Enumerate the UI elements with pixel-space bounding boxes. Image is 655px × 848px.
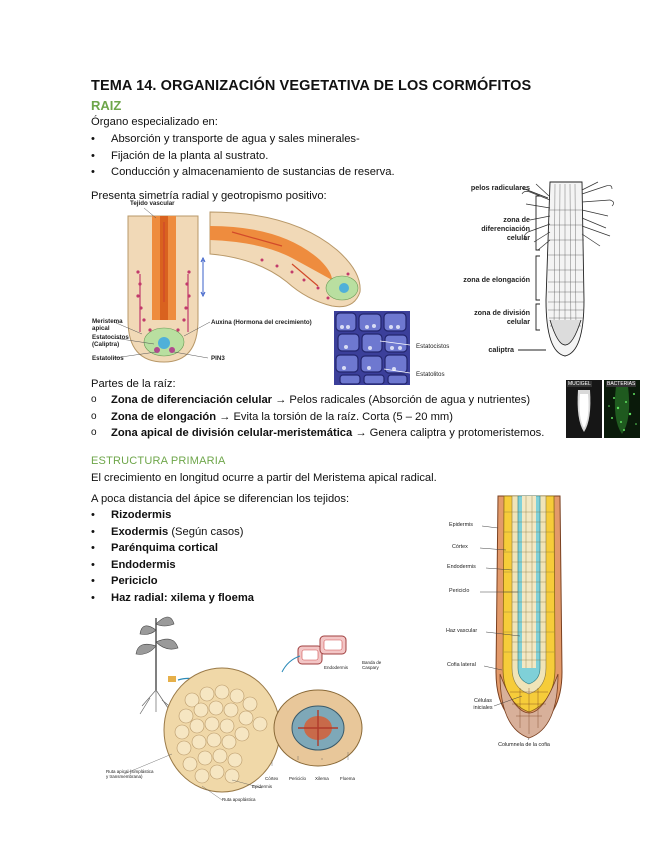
- label-celulas-iniciales: Células iniciales: [473, 698, 493, 711]
- tissue-name: Periciclo: [111, 575, 158, 588]
- label-mucigel: MUCIGEL: [567, 381, 592, 387]
- label-xilema: Xilema: [315, 776, 329, 781]
- list-item: Exodermis (Según casos): [91, 524, 254, 541]
- label-cortex-5: Córtex: [265, 776, 279, 781]
- section-heading-raiz: RAIZ: [91, 98, 122, 113]
- list-item: Fijación de la planta al sustrato.: [91, 148, 395, 165]
- raiz-function-list: Absorción y transporte de agua y sales m…: [91, 131, 395, 181]
- partes-item-bold: Zona de diferenciación celular: [111, 394, 273, 406]
- label-periciclo-5: Periciclo: [289, 776, 307, 781]
- label-tejido-vascular: Tejido vascular: [130, 200, 175, 207]
- raiz-intro: Órgano especializado en:: [91, 116, 218, 128]
- gravitropism-illustration: [113, 207, 361, 363]
- partes-item-rest: → Evita la torsión de la raíz. Corta (5 …: [216, 410, 453, 423]
- section-heading-estructura: ESTRUCTURA PRIMARIA: [91, 455, 226, 467]
- partes-item-rest: → Genera caliptra y protomeristemos.: [352, 427, 545, 440]
- label-estatolitos-2: Estatolitos: [416, 371, 445, 378]
- partes-item-bold: Zona de elongación: [111, 410, 217, 423]
- label-periciclo-6: Periciclo: [449, 588, 470, 594]
- label-zona-division: zona de división celular: [474, 308, 530, 326]
- tissue-name: Endodermis: [111, 558, 176, 571]
- label-cofia-lateral: Cofia lateral: [447, 662, 476, 668]
- tissue-name: Haz radial: xilema y floema: [111, 591, 255, 604]
- statocyst-micrograph: Estatocistos Estatolitos: [334, 311, 454, 385]
- label-estatolitos: Estatolitos: [92, 355, 124, 362]
- mucigel-bacterias-image: [566, 380, 640, 438]
- label-caliptra: caliptra: [488, 345, 514, 354]
- list-item: Conducción y almacenamiento de sustancia…: [91, 164, 395, 181]
- tissue-name: Exodermis: [111, 525, 169, 538]
- label-zona-diferenciacion: zona de diferenciación celular: [481, 215, 530, 242]
- tissue-name: Rizodermis: [111, 509, 172, 521]
- label-floema: Floema: [340, 776, 356, 781]
- list-item: Periciclo: [91, 573, 254, 590]
- estructura-line2: A poca distancia del ápice se diferencia…: [91, 493, 350, 505]
- statocyst-image: [334, 311, 411, 385]
- raiz-symmetry: Presenta simetría radial y geotropismo p…: [91, 190, 327, 202]
- label-estatocistos-2: Estatocistos: [416, 343, 450, 350]
- label-endodermis-5: Endodermis: [324, 665, 349, 670]
- label-estatocistos: Estatocistos (Caliptra): [92, 334, 129, 348]
- root-cross-section-figure: Endodermis Banda de Caspary Ruta apical …: [106, 610, 382, 810]
- label-columnela: Columnela de la cofia: [498, 742, 550, 748]
- label-haz-vascular: Haz vascular: [446, 628, 478, 634]
- tissue-note: (Según casos): [168, 525, 244, 538]
- list-item: Endodermis: [91, 557, 254, 574]
- label-ruta-apoplastica: Ruta apoplástica: [222, 797, 256, 802]
- list-item: Rizodermis: [91, 507, 254, 524]
- list-item: Zona de elongación → Evita la torsión de…: [91, 409, 544, 426]
- label-cortex-6: Córtex: [452, 544, 468, 550]
- tissue-name: Parénquima cortical: [111, 542, 218, 555]
- root-zones-illustration: [518, 181, 614, 357]
- list-item: Absorción y transporte de agua y sales m…: [91, 131, 395, 148]
- partes-item-bold: Zona apical de división celular-meristem…: [111, 427, 353, 440]
- tissue-list: Rizodermis Exodermis (Según casos) Parén…: [91, 507, 254, 607]
- label-banda-caspary: Banda de Caspary: [362, 660, 382, 670]
- root-tip-illustration: [479, 495, 563, 741]
- label-ruta-apical: Ruta apical (simplástica y transmembrana…: [106, 769, 154, 779]
- label-meristema: Meristema apical: [92, 318, 123, 332]
- label-epidermis-5: Epidermis: [252, 784, 273, 789]
- estructura-line1: El crecimiento en longitud ocurre a part…: [91, 472, 437, 484]
- list-item: Parénquima cortical: [91, 540, 254, 557]
- cross-section-illustration: [123, 616, 363, 801]
- mucigel-bacterias-photos: MUCIGEL BACTERIAS: [566, 380, 640, 438]
- label-zona-elongacion: zona de elongación: [463, 275, 530, 284]
- list-item: Haz radial: xilema y floema: [91, 590, 254, 607]
- gravitropism-figure: Tejido vascular Meristema apical Estatoc…: [92, 200, 380, 372]
- partes-heading: Partes de la raíz:: [91, 378, 176, 390]
- label-pin3: PIN3: [211, 355, 225, 362]
- root-zones-figure: pelos radiculares zona de diferenciación…: [460, 180, 635, 365]
- label-auxina: Auxina (Hormona del crecimiento): [211, 319, 312, 326]
- list-item: Zona apical de división celular-meristem…: [91, 425, 544, 442]
- partes-list: Zona de diferenciación celular → Pelos r…: [91, 392, 544, 442]
- root-tip-longitudinal-figure: Epidermis Córtex Endodermis Periciclo Ha…: [440, 492, 620, 764]
- partes-item-rest: → Pelos radicales (Absorción de agua y n…: [272, 394, 531, 406]
- list-item: Zona de diferenciación celular → Pelos r…: [91, 392, 544, 409]
- label-pelos-radiculares: pelos radiculares: [470, 183, 530, 192]
- label-bacterias: BACTERIAS: [606, 381, 637, 387]
- label-epidermis-6: Epidermis: [449, 522, 473, 528]
- label-endodermis-6: Endodermis: [447, 564, 476, 570]
- page-title: TEMA 14. ORGANIZACIÓN VEGETATIVA DE LOS …: [91, 78, 532, 94]
